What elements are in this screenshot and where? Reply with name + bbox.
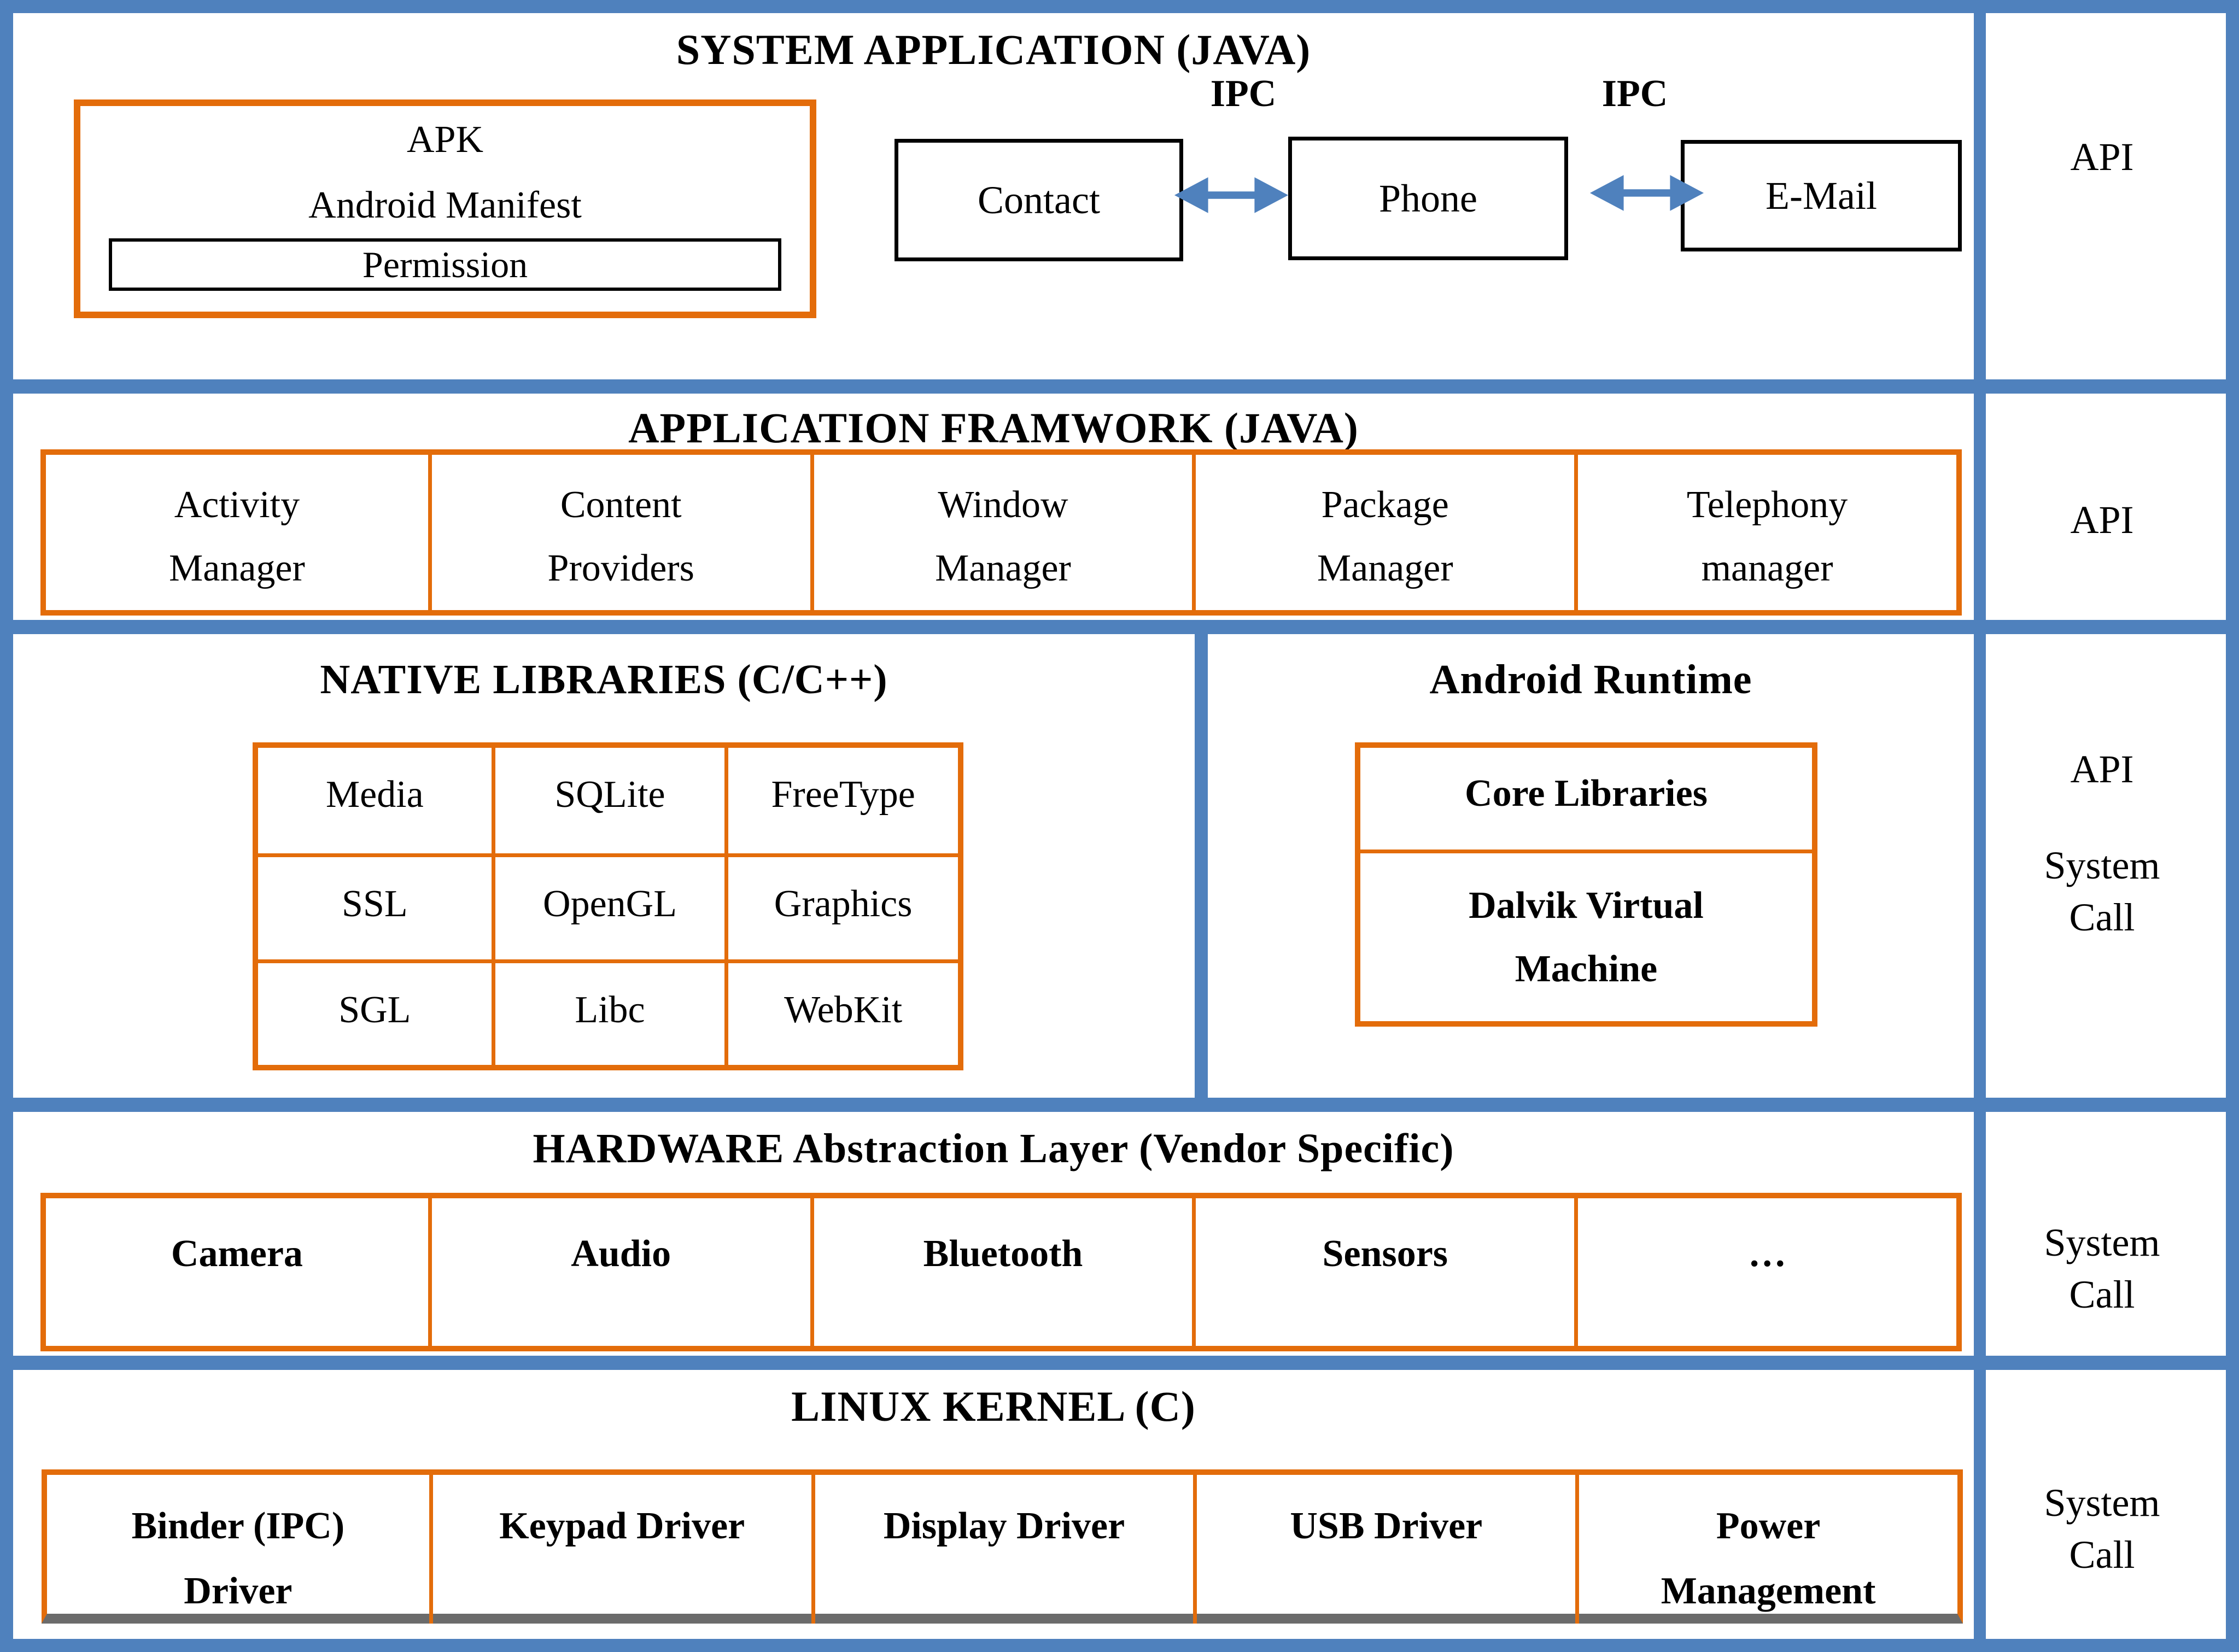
email-box: E-Mail (1681, 140, 1962, 251)
ipc-label-left: IPC (1210, 73, 1277, 115)
layer-divider-4 (13, 1356, 2226, 1370)
kernel-cell-usb-driver: USB Driver (1193, 1475, 1575, 1624)
ipc-label-right: IPC (1601, 73, 1668, 115)
layer-divider-3 (13, 1098, 2226, 1112)
side-column-divider (1974, 13, 1986, 1639)
hal-title: HARDWARE Abstraction Layer (Vendor Speci… (533, 1126, 1454, 1171)
contact-box: Contact (895, 139, 1183, 261)
native-cell-graphics: Graphics (724, 853, 958, 959)
native-libraries-grid: Media SQLite FreeType SSL OpenGL Graphic… (253, 742, 963, 1070)
api-label-application-framework: API (2070, 498, 2134, 542)
framework-cell-content-providers: Content Providers (428, 455, 810, 610)
system-call-label-native-layer: System Call (2044, 843, 2160, 940)
native-cell-ssl: SSL (258, 853, 492, 959)
api-label-system-application: API (2070, 135, 2134, 179)
linux-kernel-table: Binder (IPC) Driver Keypad Driver Displa… (42, 1469, 1963, 1624)
runtime-cell-dalvik-vm: Dalvik Virtual Machine (1360, 850, 1812, 1021)
hal-cell-audio: Audio (428, 1198, 810, 1346)
system-call-label-hal: System Call (2044, 1221, 2160, 1317)
linux-kernel-title: LINUX KERNEL (C) (791, 1382, 1196, 1430)
hal-cell-bluetooth: Bluetooth (810, 1198, 1192, 1346)
native-cell-opengl: OpenGL (491, 853, 725, 959)
native-cell-sgl: SGL (258, 959, 492, 1065)
android-runtime-title: Android Runtime (1429, 657, 1752, 702)
ipc-double-arrow-right-icon (1589, 175, 1704, 211)
permission-box: Permission (109, 238, 781, 291)
application-framework-table: Activity Manager Content Providers Windo… (40, 449, 1962, 616)
system-application-title: SYSTEM APPLICATION (JAVA) (676, 26, 1311, 73)
framework-cell-activity-manager: Activity Manager (169, 484, 305, 589)
android-runtime-box: Core Libraries Dalvik Virtual Machine (1355, 742, 1817, 1027)
hal-table: Camera Audio Bluetooth Sensors … (40, 1193, 1962, 1351)
phone-box: Phone (1288, 137, 1568, 260)
framework-cell-telephony-manager: Telephony manager (1574, 455, 1956, 610)
kernel-cell-binder-driver: Binder (IPC) Driver (131, 1505, 345, 1612)
native-cell-sqlite: SQLite (491, 748, 725, 854)
system-call-label-kernel: System Call (2044, 1481, 2160, 1577)
api-label-native-layer: API (2070, 747, 2134, 791)
runtime-cell-core-libraries: Core Libraries (1465, 772, 1708, 815)
framework-cell-package-manager: Package Manager (1192, 455, 1574, 610)
kernel-cell-keypad-driver: Keypad Driver (429, 1475, 811, 1624)
hal-cell-camera: Camera (171, 1233, 303, 1275)
native-runtime-divider (1195, 634, 1208, 1098)
apk-box: APK Android Manifest Permission (74, 99, 816, 318)
kernel-cell-power-management: Power Management (1575, 1475, 1957, 1624)
framework-cell-window-manager: Window Manager (810, 455, 1192, 610)
kernel-cell-display-driver: Display Driver (811, 1475, 1194, 1624)
layer-divider-1 (13, 379, 2226, 394)
native-libraries-title: NATIVE LIBRARIES (C/C++) (320, 657, 888, 702)
ipc-double-arrow-left-icon (1174, 177, 1289, 213)
native-cell-libc: Libc (491, 959, 725, 1065)
hal-cell-ellipsis: … (1574, 1198, 1956, 1346)
native-cell-freetype: FreeType (724, 748, 958, 854)
native-cell-media: Media (325, 774, 424, 816)
android-manifest-label: Android Manifest (308, 184, 582, 226)
native-cell-webkit: WebKit (724, 959, 958, 1065)
hal-cell-sensors: Sensors (1192, 1198, 1574, 1346)
application-framework-title: APPLICATION FRAMWORK (JAVA) (628, 404, 1359, 452)
layer-divider-2 (13, 620, 2226, 634)
apk-label: APK (406, 119, 484, 161)
